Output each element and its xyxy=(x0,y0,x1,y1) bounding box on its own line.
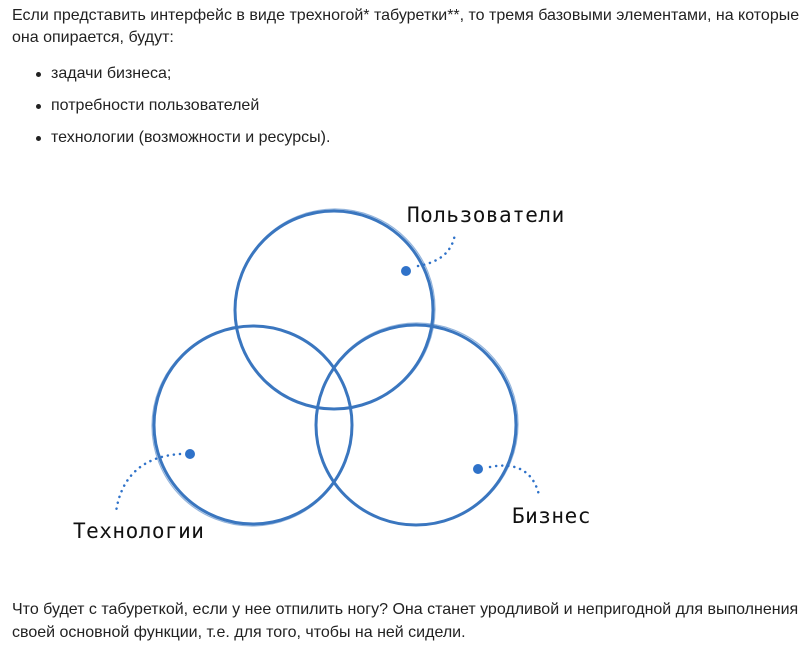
users-circle-sketch xyxy=(234,208,436,410)
venn-diagram: Пользователи Технологии Бизнес xyxy=(73,203,591,543)
bullet-list: задачи бизнеса; потребности пользователе… xyxy=(12,63,808,149)
business-label: Бизнес xyxy=(512,504,591,528)
bullet-dot-icon xyxy=(36,104,41,109)
bullet-text: потребности пользователей xyxy=(51,97,260,114)
tech-dot-icon xyxy=(185,449,195,459)
users-label: Пользователи xyxy=(407,203,565,227)
bullet-text: задачи бизнеса; xyxy=(51,65,172,82)
bullet-item-user-needs: потребности пользователей xyxy=(12,95,808,117)
bullet-item-technologies: технологии (возможности и ресурсы). xyxy=(12,127,808,149)
bullet-text: технологии (возможности и ресурсы). xyxy=(51,129,331,146)
tech-circle-sketch xyxy=(151,325,353,527)
outro-paragraph: Что будет с табуреткой, если у нее отпил… xyxy=(12,601,799,641)
business-connector xyxy=(488,464,541,497)
business-dot-icon xyxy=(473,464,483,474)
users-dot-icon xyxy=(401,266,411,276)
bullet-item-business-tasks: задачи бизнеса; xyxy=(12,63,808,85)
business-circle-sketch xyxy=(315,322,519,526)
bullet-dot-icon xyxy=(36,136,41,141)
users-connector xyxy=(416,232,457,268)
bullet-dot-icon xyxy=(36,72,41,77)
tech-connector xyxy=(114,452,182,514)
article: Если представить интерфейс в виде трехно… xyxy=(12,0,808,159)
tech-label: Технологии xyxy=(73,519,204,543)
intro-paragraph: Если представить интерфейс в виде трехно… xyxy=(12,7,800,46)
